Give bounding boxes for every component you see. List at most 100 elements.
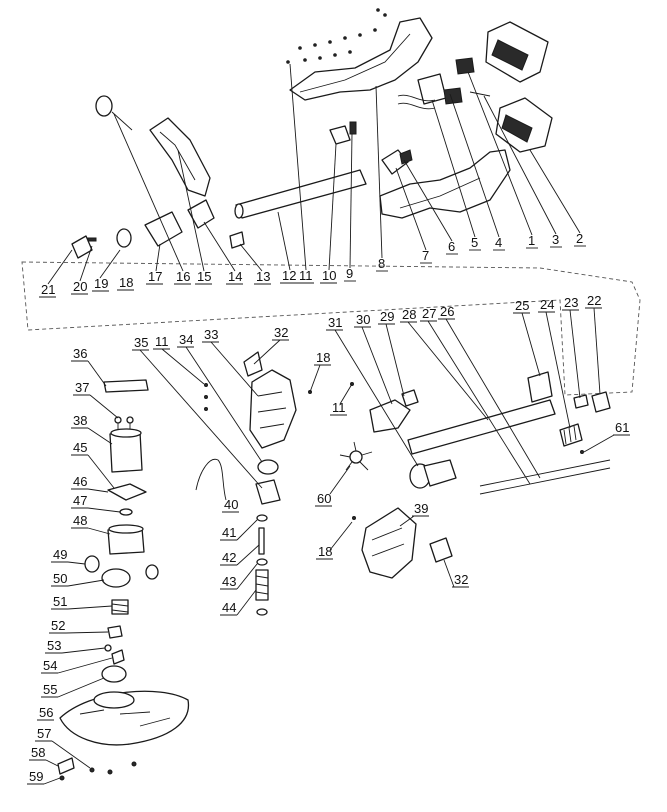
lower-shaft-tube — [407, 399, 556, 455]
label-56: 56 — [39, 705, 53, 720]
motor-plate-46 — [107, 483, 147, 501]
left-labels: 36 37 38 45 46 47 48 49 50 51 52 53 — [27, 346, 121, 785]
upper-assembly-boundary — [21, 261, 641, 396]
upper-labels: 21 20 19 18 17 16 15 14 13 12 11 10 9 — [39, 63, 586, 298]
label-22: 22 — [587, 293, 601, 308]
label-47: 47 — [73, 493, 87, 508]
label-16: 16 — [176, 269, 190, 284]
shaft-collar — [591, 391, 611, 413]
label-31: 31 — [328, 315, 342, 330]
washer-47 — [119, 508, 133, 516]
label-17: 17 — [148, 269, 162, 284]
label-38: 38 — [73, 413, 87, 428]
label-39: 39 — [414, 501, 428, 516]
label-29: 29 — [380, 309, 394, 324]
shaft-clamp — [369, 399, 411, 433]
wire — [397, 94, 436, 102]
label-40: 40 — [224, 497, 238, 512]
label-3: 3 — [552, 232, 559, 247]
terminal-block — [455, 57, 475, 75]
label-2: 2 — [576, 231, 583, 246]
label-1: 1 — [528, 233, 535, 248]
clip-52 — [107, 625, 123, 639]
label-21: 21 — [41, 282, 55, 297]
label-57: 57 — [37, 726, 51, 741]
label-26: 26 — [440, 304, 454, 319]
o-ring — [116, 228, 132, 248]
label-27: 27 — [422, 306, 436, 321]
spring — [559, 423, 583, 447]
label-48: 48 — [73, 513, 87, 528]
washer-41 — [256, 514, 268, 522]
label-34: 34 — [179, 332, 193, 347]
blade-58 — [57, 757, 75, 775]
label-55: 55 — [43, 682, 57, 697]
shaft-pin-42 — [258, 527, 265, 555]
connector-star — [339, 441, 373, 471]
label-52: 52 — [51, 618, 65, 633]
label-51: 51 — [53, 594, 67, 609]
label-11-right: 11 — [332, 400, 346, 415]
label-7: 7 — [422, 248, 429, 263]
gear-ring — [257, 459, 279, 475]
label-41: 41 — [222, 525, 236, 540]
guide-rod — [479, 459, 611, 487]
label-53: 53 — [47, 638, 61, 653]
label-11-upper: 11 — [299, 268, 313, 283]
middle-labels: 22 23 24 25 26 27 28 29 30 31 32 33 — [132, 293, 630, 616]
spool-50 — [101, 568, 131, 588]
motor-brushes-37 — [114, 416, 134, 432]
label-19: 19 — [94, 276, 108, 291]
spool-cap-55 — [101, 665, 127, 683]
label-32-upper: 32 — [274, 325, 288, 340]
label-43: 43 — [222, 574, 236, 589]
label-9: 9 — [346, 266, 353, 281]
label-42: 42 — [222, 550, 236, 565]
label-10: 10 — [322, 268, 336, 283]
motor-38 — [109, 431, 143, 473]
label-60: 60 — [317, 491, 331, 506]
label-58: 58 — [31, 745, 45, 760]
motor-housing-half — [249, 369, 297, 449]
cover-plate-32 — [243, 351, 263, 377]
label-50: 50 — [53, 571, 67, 586]
label-20: 20 — [73, 279, 87, 294]
screws-top — [286, 8, 387, 64]
label-49: 49 — [53, 547, 67, 562]
label-12: 12 — [282, 268, 296, 283]
bearing-49 — [84, 555, 100, 573]
front-auxiliary-handle — [149, 117, 211, 197]
label-33: 33 — [204, 327, 218, 342]
label-25: 25 — [515, 298, 529, 313]
handle-knob — [95, 95, 113, 117]
wire-clip — [195, 458, 227, 501]
label-35: 35 — [134, 335, 148, 350]
guard-housing-39 — [361, 507, 417, 579]
clamp-collar — [144, 211, 183, 247]
label-54: 54 — [43, 658, 57, 673]
label-6: 6 — [448, 239, 455, 254]
label-45: 45 — [73, 440, 87, 455]
bracket-plate — [255, 479, 281, 505]
screw-53 — [104, 644, 112, 652]
label-30: 30 — [356, 312, 370, 327]
label-61: 61 — [615, 420, 629, 435]
bar-36 — [103, 379, 149, 393]
label-5: 5 — [471, 235, 478, 250]
label-11-middle: 11 — [155, 334, 169, 349]
label-44: 44 — [222, 600, 236, 615]
upper-handle-half — [289, 17, 433, 101]
label-8: 8 — [378, 256, 385, 271]
label-13: 13 — [256, 269, 270, 284]
rear-handle-housing — [379, 149, 511, 219]
label-46: 46 — [73, 474, 87, 489]
label-18: 18 — [119, 275, 133, 290]
shaft-end-grip — [527, 371, 553, 403]
label-24: 24 — [540, 297, 554, 312]
clip-54 — [111, 649, 125, 665]
label-14: 14 — [228, 269, 242, 284]
label-23: 23 — [564, 295, 578, 310]
label-37: 37 — [75, 380, 89, 395]
label-36: 36 — [73, 346, 87, 361]
